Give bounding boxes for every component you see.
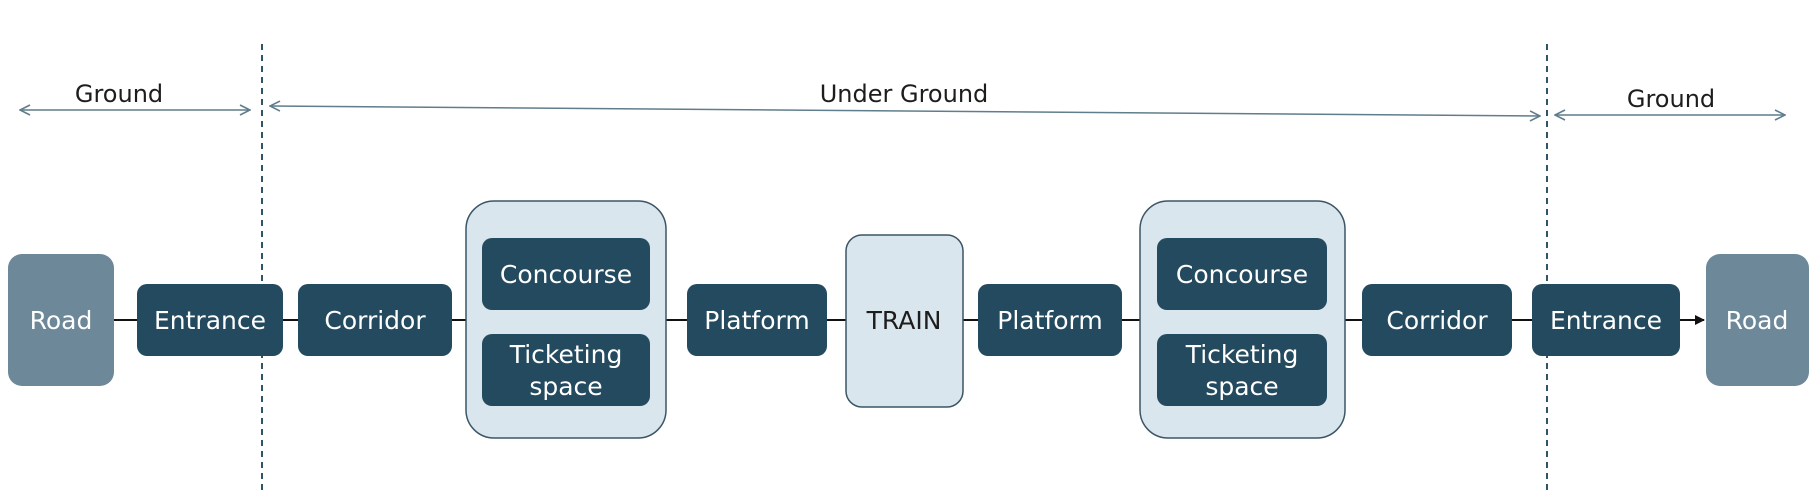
corridor-left-node: Corridor [298,284,452,356]
platform-left-label: Platform [704,306,809,335]
corridor-right-label: Corridor [1386,306,1488,335]
zone-arrow-under-ground [270,106,1540,116]
corridor-right-node: Corridor [1362,284,1512,356]
platform-left-node: Platform [687,284,827,356]
concourse-left-label: Concourse [500,260,632,289]
concourse-right-label: Concourse [1176,260,1308,289]
concourse-right-node: Concourse [1157,238,1327,310]
zone-label-ground-right: Ground [1627,85,1715,113]
road-right-node: Road [1706,254,1809,386]
train-node: TRAIN [845,234,964,408]
zone-label-under-ground: Under Ground [820,80,989,108]
road-right-label: Road [1726,306,1789,335]
ticketing-left-label-line2: space [529,372,602,401]
concourse-left-node: Concourse [482,238,650,310]
ticketing-left-node: Ticketing space [482,334,650,406]
ticketing-right-label-line2: space [1205,372,1278,401]
train-label: TRAIN [866,306,942,335]
entrance-right-label: Entrance [1550,306,1662,335]
ticketing-right-node: Ticketing space [1157,334,1327,406]
zone-label-ground-left: Ground [75,80,163,108]
entrance-right-node: Entrance [1532,284,1680,356]
platform-right-node: Platform [978,284,1122,356]
ticketing-left-label-line1: Ticketing [509,340,623,369]
platform-right-label: Platform [997,306,1102,335]
road-left-label: Road [30,306,93,335]
corridor-left-label: Corridor [324,306,426,335]
ticketing-right-label-line1: Ticketing [1185,340,1299,369]
entrance-left-label: Entrance [154,306,266,335]
entrance-left-node: Entrance [137,284,283,356]
road-left-node: Road [8,254,114,386]
